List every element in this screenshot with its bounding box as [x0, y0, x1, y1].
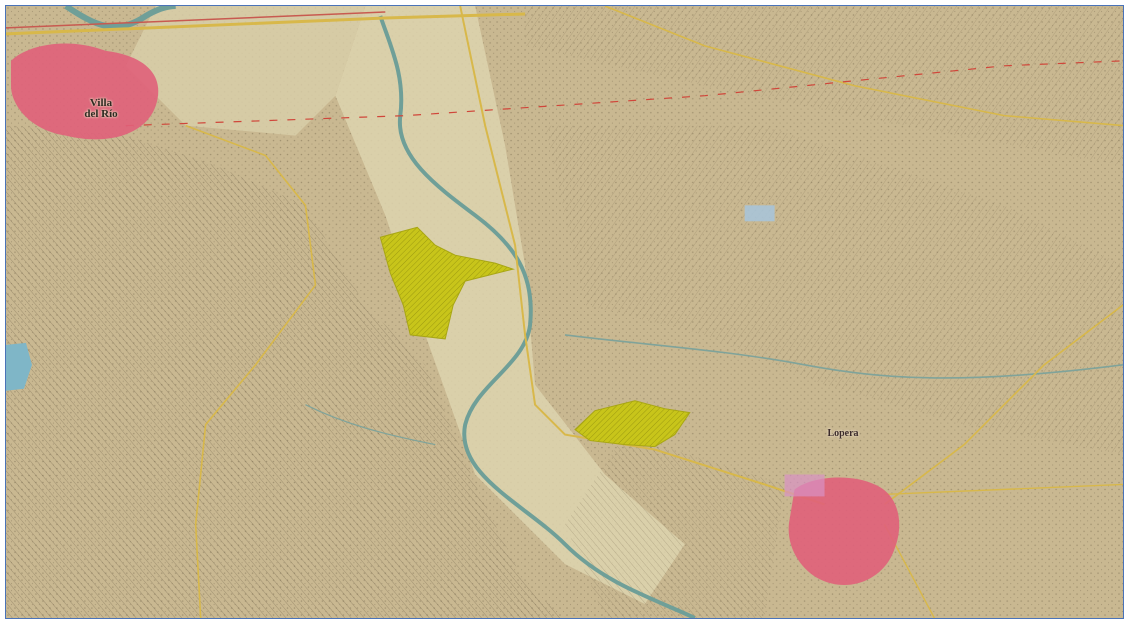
place-label-villa-del-rio: Villa del Río	[76, 98, 126, 120]
pond-east	[744, 205, 775, 222]
stream-east	[564, 334, 1123, 379]
urban-lopera	[788, 477, 900, 585]
south-slopes	[564, 434, 785, 618]
railway	[125, 60, 1123, 127]
river-guadalquivir-north	[64, 6, 176, 30]
road-lopera-east-2	[884, 483, 1123, 496]
reservoir	[6, 342, 32, 391]
highway-north	[6, 12, 526, 36]
highlighted-parcel-2[interactable]	[574, 400, 691, 448]
topographic-map[interactable]	[6, 6, 1123, 618]
east-hills	[545, 125, 1123, 455]
urban-villa-del-rio	[10, 43, 159, 140]
valley-farmland	[335, 6, 685, 605]
place-label-lopera: Lopera	[827, 428, 859, 439]
place-label-line: Villa	[89, 97, 113, 109]
north-east-hills	[525, 6, 1123, 166]
industrial-lopera	[784, 474, 825, 497]
stream-west	[305, 404, 436, 446]
place-label-line: del Río	[84, 108, 118, 120]
north-farmland	[125, 6, 366, 136]
map-frame[interactable]: Villa del Río Lopera	[5, 5, 1124, 619]
highlighted-parcel-1[interactable]	[379, 226, 515, 340]
road-lopera-east	[883, 304, 1123, 506]
river-main	[378, 15, 696, 618]
road-villa-lopera	[459, 6, 825, 506]
southwest-hills	[6, 125, 565, 618]
road-southwest	[185, 124, 317, 618]
highway-north-edge	[6, 11, 386, 29]
road-north-east	[604, 6, 1123, 127]
